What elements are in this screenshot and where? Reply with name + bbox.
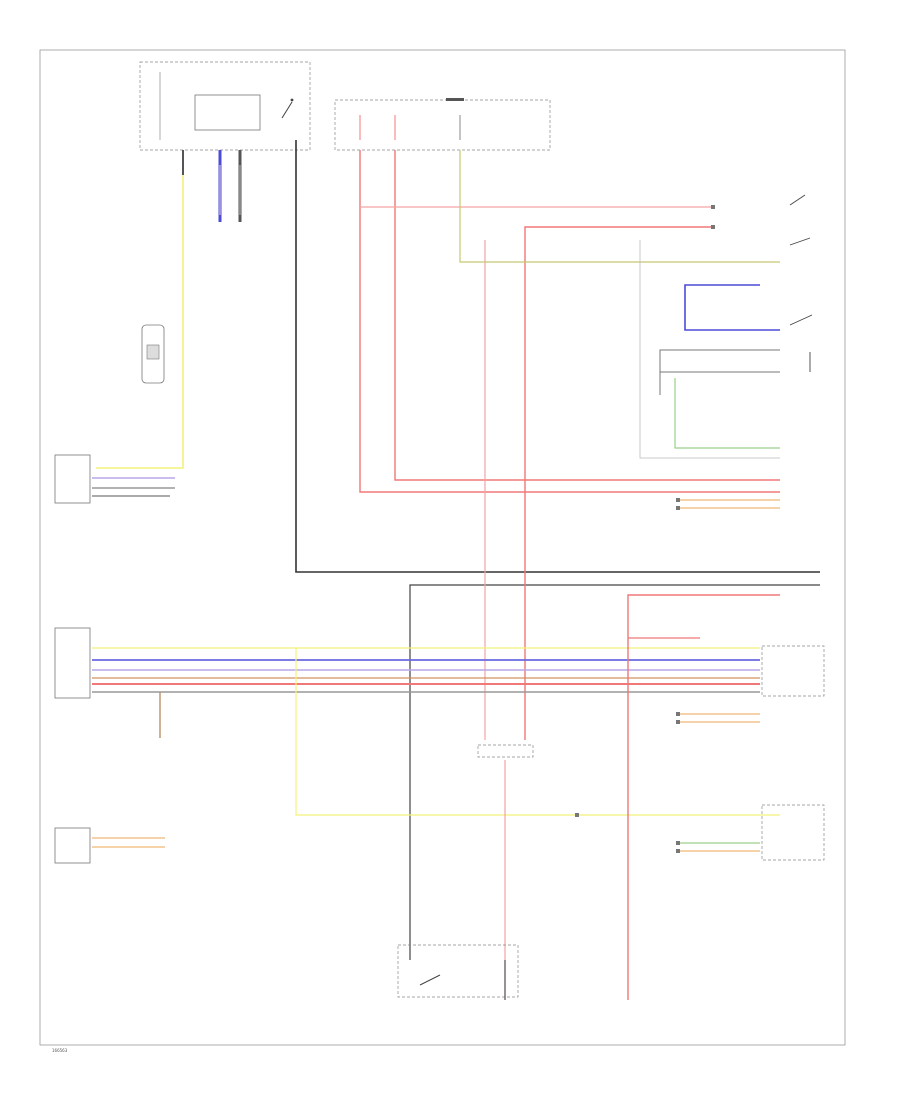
left-module-3 <box>54 827 91 864</box>
left-module-2 <box>54 627 91 699</box>
wire-gray-loop <box>659 349 780 373</box>
ground-module <box>218 150 242 222</box>
wire-green-right <box>674 378 780 449</box>
right-module-a <box>761 645 825 697</box>
page-frame <box>39 49 846 1046</box>
wire-red-right-vertical <box>627 594 780 1000</box>
wire-black-main <box>295 140 820 573</box>
wire-olive <box>459 150 780 263</box>
left-module-1 <box>54 454 91 504</box>
connector-stubs <box>575 205 715 853</box>
wire-red-1 <box>359 150 780 493</box>
footer-code: 166563 <box>52 1048 68 1053</box>
wire-yellow-lower <box>295 648 780 816</box>
wire-gray-vert-right <box>639 240 780 459</box>
wire-yellow-left <box>96 150 184 469</box>
fuse-panel-top-center <box>334 98 551 151</box>
wire-red-2 <box>394 150 780 481</box>
starter-motor <box>397 944 519 1000</box>
battery-component <box>141 324 165 384</box>
wire-red-top2 <box>524 226 712 740</box>
fuse-box-top-left <box>139 61 311 151</box>
wire-blue-right <box>684 284 780 331</box>
wire-black-secondary <box>409 584 820 960</box>
right-module-b <box>761 804 825 861</box>
switch-right-top <box>789 194 813 372</box>
